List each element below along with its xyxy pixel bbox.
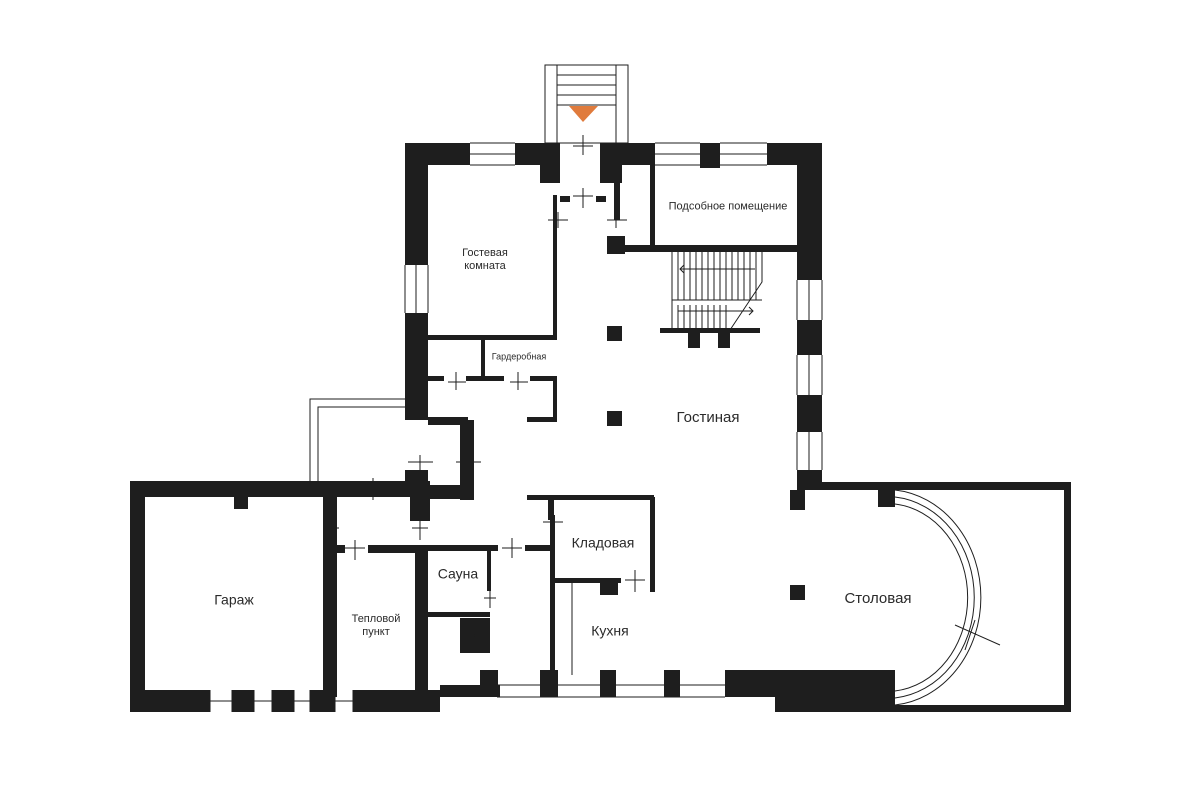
entrance-triangle-icon [569, 106, 598, 122]
room-label-heating-unit: Тепловой пункт [351, 612, 401, 638]
thin-lines [209, 64, 1001, 712]
walls [130, 143, 1071, 712]
room-label-living-room: Гостиная [676, 409, 740, 426]
room-label-wardrobe: Гардеробная [491, 351, 547, 362]
room-label-garage: Гараж [214, 591, 254, 608]
staircase [671, 252, 763, 331]
room-label-guest-room: Гостевая комната [462, 246, 508, 272]
room-label-kitchen: Кухня [591, 622, 629, 639]
room-label-sauna: Сауна [437, 565, 479, 582]
room-label-pantry: Кладовая [571, 534, 635, 551]
room-label-dining-room: Столовая [844, 590, 912, 607]
room-label-utility: Подсобное помещение [668, 200, 788, 213]
